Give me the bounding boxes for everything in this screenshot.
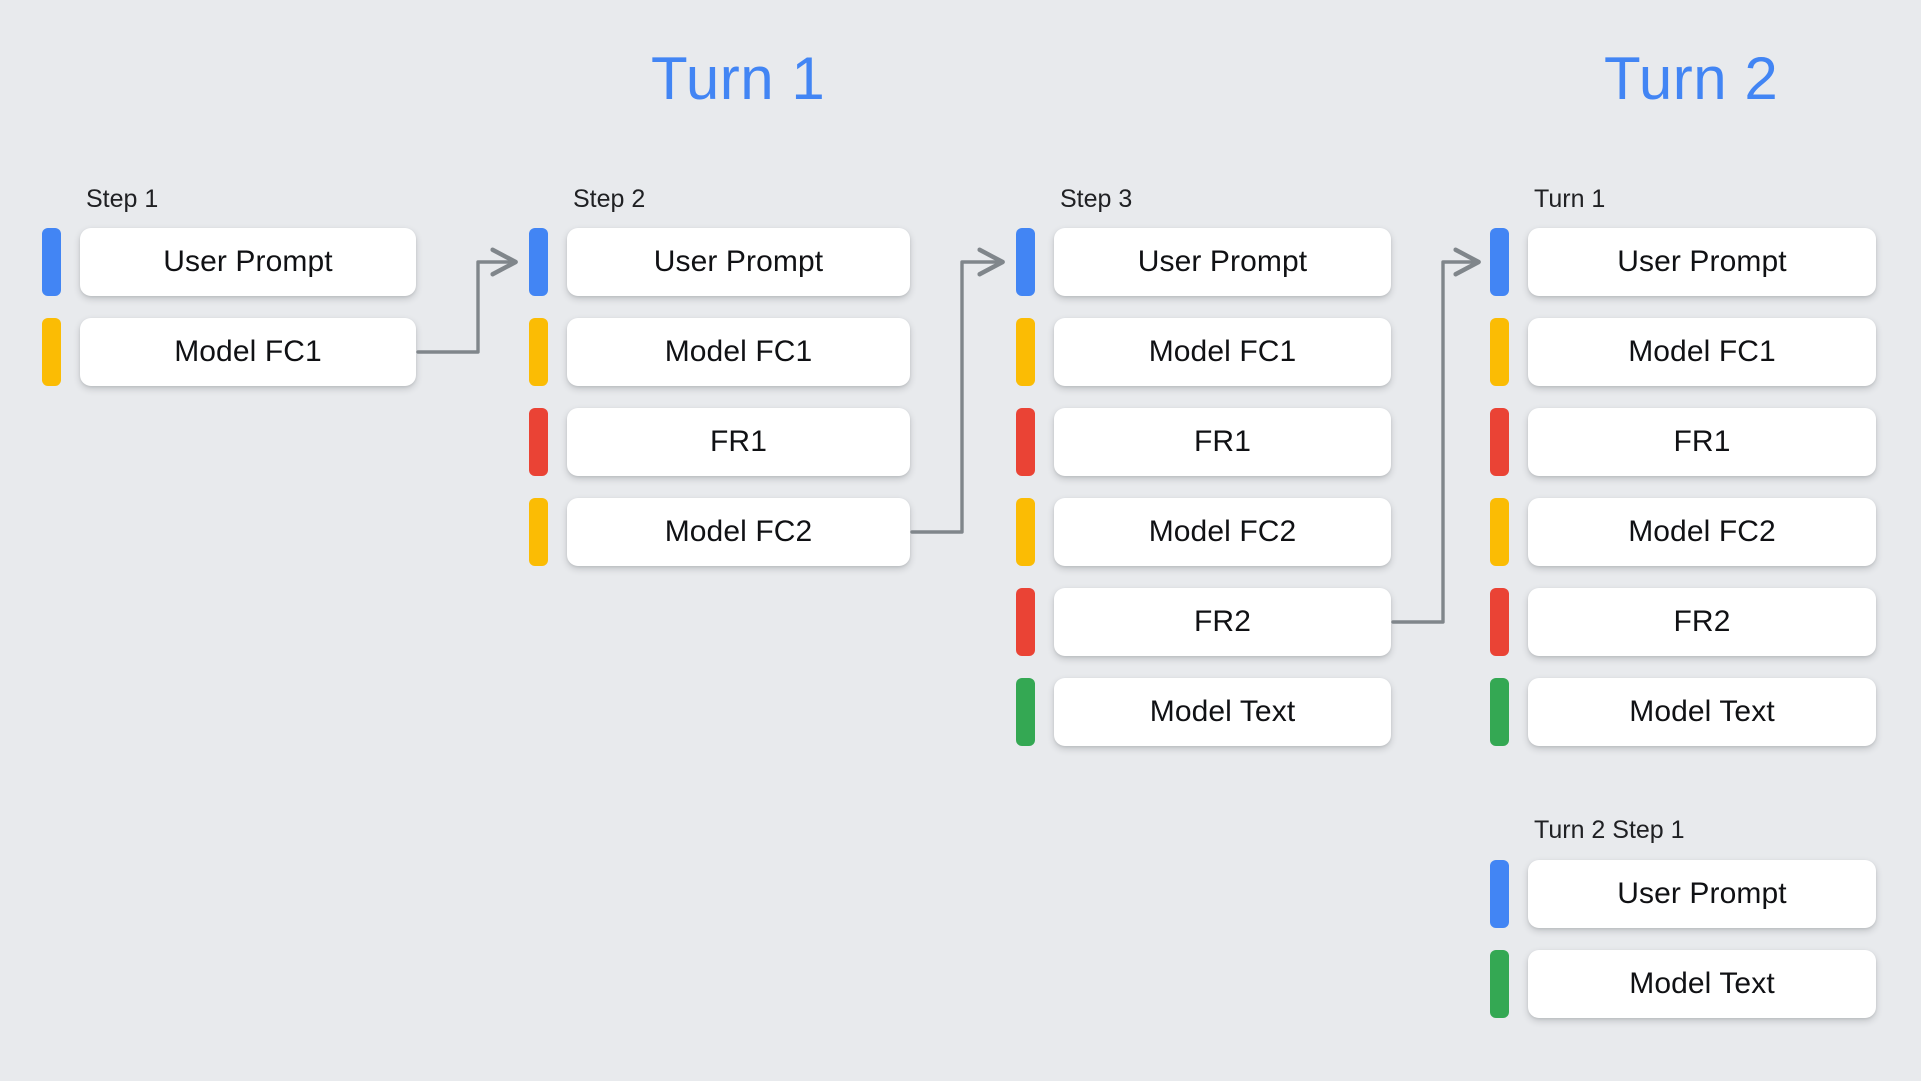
arrow-step1-to-step2 [416,262,515,354]
type-bar-model-fc [1490,318,1509,386]
message-label: User Prompt [1617,245,1787,278]
type-bar-model-fc [529,318,548,386]
type-bar-function-response [529,408,548,476]
type-bar-user-prompt [1490,860,1509,928]
type-bar-model-fc [1016,318,1035,386]
turn-1-title: Turn 1 [651,45,826,112]
message-label: User Prompt [1137,245,1308,278]
row-step3-fr2[interactable]: FR2 [1016,588,1391,656]
message-box-user-prompt[interactable]: User Prompt [1528,860,1876,928]
row-step2-model-fc2[interactable]: Model FC2 [529,498,910,566]
message-box-fr2[interactable]: FR2 [1528,588,1876,656]
message-box-fr1[interactable]: FR1 [1054,408,1391,476]
row-turn1-fr1[interactable]: FR1 [1490,408,1876,476]
message-label: FR2 [1673,605,1731,638]
row-step2-model-fc1[interactable]: Model FC1 [529,318,910,386]
message-box-fr1[interactable]: FR1 [1528,408,1876,476]
message-label: Model FC2 [1628,515,1776,548]
type-bar-model-fc [42,318,61,386]
message-box-fr1[interactable]: FR1 [567,408,910,476]
message-box-model-fc1[interactable]: Model FC1 [80,318,416,386]
type-bar-function-response [1490,588,1509,656]
type-bar-model-text [1490,950,1509,1018]
type-bar-model-fc [1490,498,1509,566]
message-box-user-prompt[interactable]: User Prompt [80,228,416,296]
row-turn2-model-text[interactable]: Model Text [1490,950,1876,1018]
row-step3-model-text[interactable]: Model Text [1016,678,1391,746]
row-turn1-model-fc2[interactable]: Model FC2 [1490,498,1876,566]
message-box-user-prompt[interactable]: User Prompt [1528,228,1876,296]
message-box-model-fc1[interactable]: Model FC1 [567,318,910,386]
row-turn1-model-text[interactable]: Model Text [1490,678,1876,746]
row-step2-fr1[interactable]: FR1 [529,408,910,476]
message-box-model-fc2[interactable]: Model FC2 [1054,498,1391,566]
message-box-model-fc2[interactable]: Model FC2 [1528,498,1876,566]
row-turn2-user-prompt[interactable]: User Prompt [1490,860,1876,928]
row-turn1-model-fc1[interactable]: Model FC1 [1490,318,1876,386]
turn-2-title: Turn 2 [1604,45,1779,112]
type-bar-user-prompt [529,228,548,296]
message-label: User Prompt [653,245,824,278]
message-box-user-prompt[interactable]: User Prompt [567,228,910,296]
message-box-model-fc2[interactable]: Model FC2 [567,498,910,566]
message-label: Model FC1 [1148,335,1297,368]
row-step3-user-prompt[interactable]: User Prompt [1016,228,1391,296]
type-bar-model-text [1490,678,1509,746]
type-bar-model-fc [529,498,548,566]
type-bar-function-response [1016,588,1035,656]
message-label: Model Text [1149,695,1296,728]
message-label: Model FC2 [664,515,813,548]
column-label-step-3: Step 3 [1060,185,1133,213]
row-step2-user-prompt[interactable]: User Prompt [529,228,910,296]
type-bar-model-fc [1016,498,1035,566]
message-label: FR1 [710,425,767,458]
row-step3-fr1[interactable]: FR1 [1016,408,1391,476]
message-label: FR1 [1194,425,1251,458]
message-box-model-fc1[interactable]: Model FC1 [1528,318,1876,386]
message-label: Model FC1 [174,335,322,368]
message-label: Model Text [1629,967,1775,1000]
message-label: FR2 [1194,605,1251,638]
message-label: Model Text [1629,695,1775,728]
type-bar-model-text [1016,678,1035,746]
message-label: User Prompt [163,245,333,278]
message-box-model-text[interactable]: Model Text [1528,950,1876,1018]
type-bar-user-prompt [42,228,61,296]
row-turn1-user-prompt[interactable]: User Prompt [1490,228,1876,296]
message-label: Model FC1 [1628,335,1776,368]
type-bar-user-prompt [1490,228,1509,296]
type-bar-function-response [1016,408,1035,476]
row-turn1-fr2[interactable]: FR2 [1490,588,1876,656]
message-box-fr2[interactable]: FR2 [1054,588,1391,656]
column-label-turn-1: Turn 1 [1534,185,1606,213]
message-label: FR1 [1673,425,1731,458]
message-box-user-prompt[interactable]: User Prompt [1054,228,1391,296]
row-step1-model-fc1[interactable]: Model FC1 [42,318,416,386]
type-bar-user-prompt [1016,228,1035,296]
arrow-step3-to-turn1 [1391,262,1478,624]
message-box-model-text[interactable]: Model Text [1054,678,1391,746]
message-label: User Prompt [1617,877,1787,910]
message-label: Model FC2 [1148,515,1297,548]
row-step1-user-prompt[interactable]: User Prompt [42,228,416,296]
type-bar-function-response [1490,408,1509,476]
row-step3-model-fc2[interactable]: Model FC2 [1016,498,1391,566]
column-label-step-2: Step 2 [573,185,646,213]
row-step3-model-fc1[interactable]: Model FC1 [1016,318,1391,386]
arrow-step2-to-step3 [910,262,1002,534]
column-label-turn-2-step-1: Turn 2 Step 1 [1534,816,1685,844]
message-box-model-text[interactable]: Model Text [1528,678,1876,746]
message-box-model-fc1[interactable]: Model FC1 [1054,318,1391,386]
column-label-step-1: Step 1 [86,185,159,213]
message-label: Model FC1 [664,335,813,368]
